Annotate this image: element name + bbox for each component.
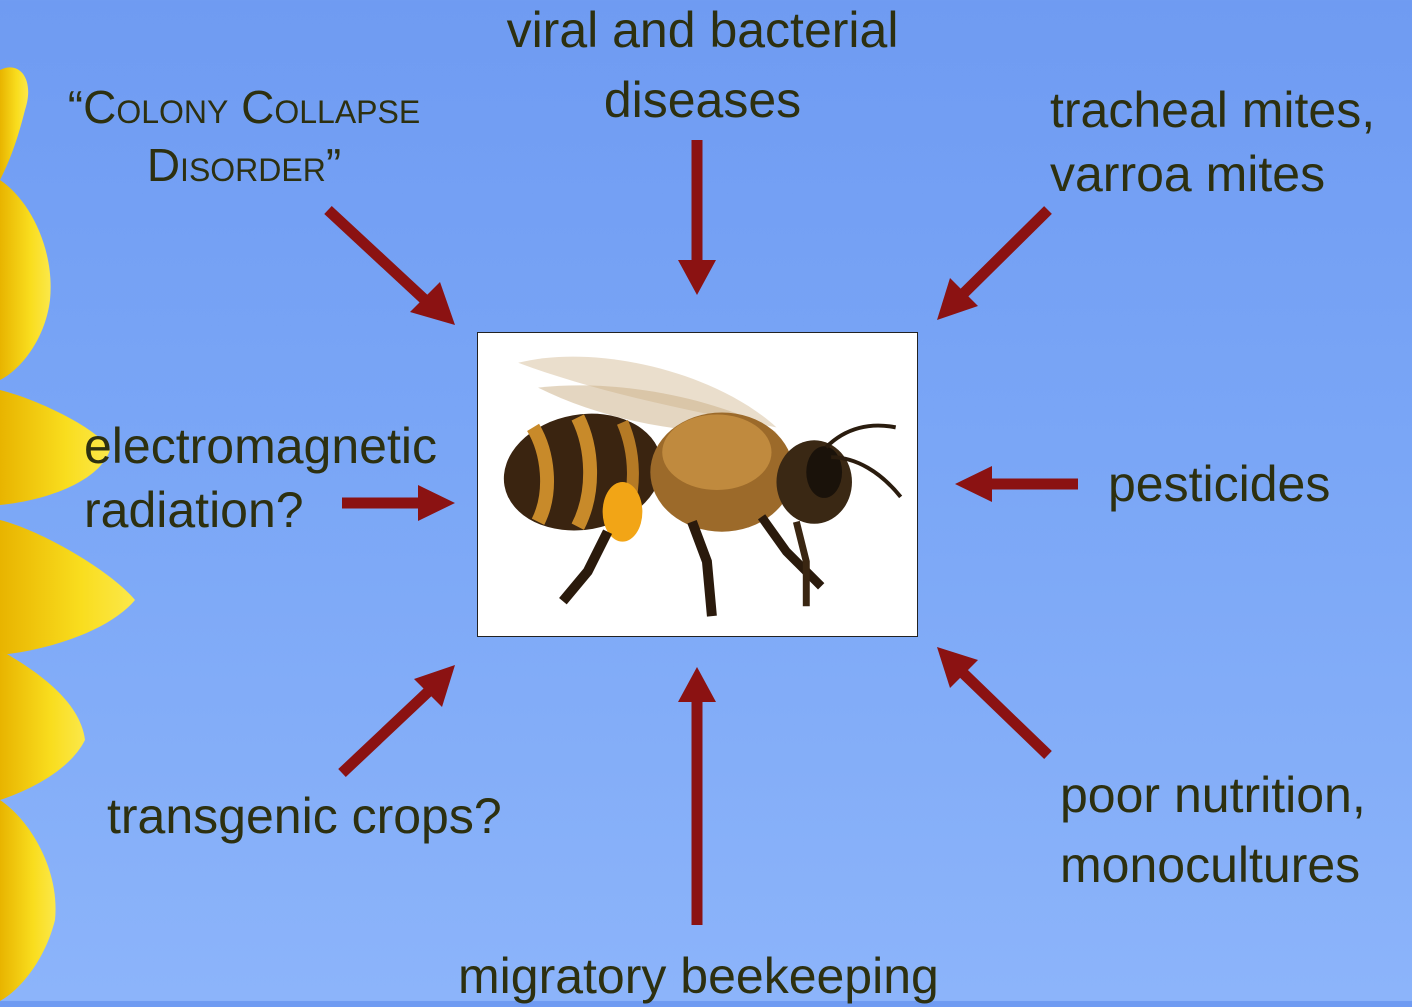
- label-nutrition-line1: poor nutrition,: [1060, 760, 1366, 830]
- arrow-ccd: [328, 210, 455, 325]
- label-mites-line1: tracheal mites,: [1050, 78, 1375, 142]
- label-mites: tracheal mites, varroa mites: [1050, 78, 1375, 206]
- label-ccd-text: “Colony Collapse Disorder”: [68, 81, 420, 191]
- label-ccd: “Colony Collapse Disorder”: [14, 78, 474, 194]
- label-em-line2: radiation?: [84, 478, 437, 542]
- label-em: electromagnetic radiation?: [84, 414, 437, 542]
- label-viral-line1: viral and bacterial: [480, 0, 925, 65]
- label-migratory: migratory beekeeping: [458, 945, 939, 1007]
- label-mites-line2: varroa mites: [1050, 142, 1375, 206]
- label-transgenic: transgenic crops?: [107, 785, 502, 847]
- label-nutrition: poor nutrition, monocultures: [1060, 760, 1366, 900]
- arrow-transgenic: [342, 665, 455, 773]
- label-viral: viral and bacterial diseases: [480, 0, 925, 135]
- honeybee-image: [478, 333, 917, 636]
- label-em-line1: electromagnetic: [84, 414, 437, 478]
- arrow-pesticides: [955, 466, 1078, 502]
- arrow-viral: [678, 140, 716, 295]
- arrow-nutrition: [937, 647, 1048, 755]
- label-nutrition-line2: monocultures: [1060, 830, 1366, 900]
- arrow-migratory: [678, 667, 716, 925]
- bee-image-frame: [477, 332, 918, 637]
- label-viral-line2: diseases: [480, 65, 925, 135]
- label-pesticides: pesticides: [1108, 453, 1330, 515]
- arrow-mites: [937, 210, 1048, 320]
